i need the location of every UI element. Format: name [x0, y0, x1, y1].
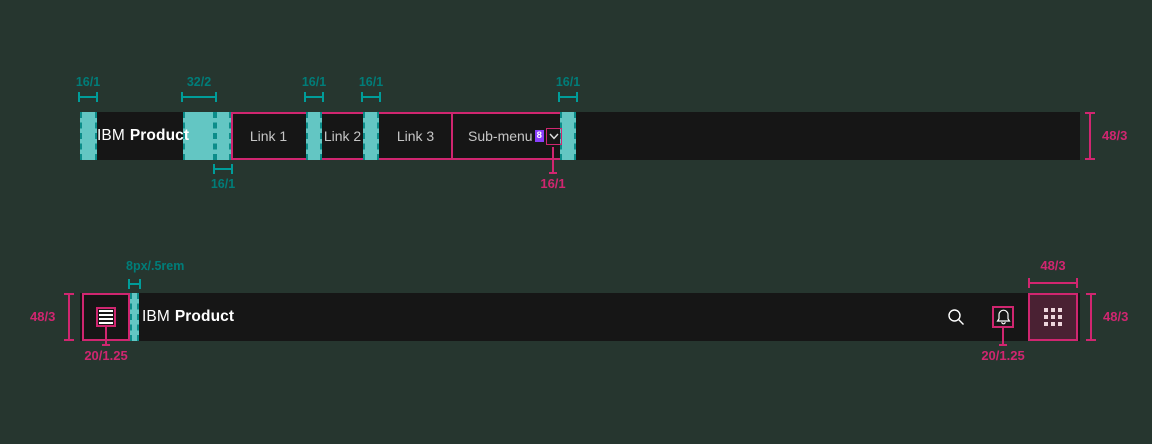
- label-left-padding: 16/1: [75, 75, 101, 89]
- label-menu-icon-size: 20/1.25: [84, 348, 128, 363]
- label-bottom-bar-height-left: 48/3: [30, 309, 56, 324]
- bracket-gap-link1-link2: [304, 92, 324, 102]
- hamburger-icon: [99, 310, 113, 324]
- brand-product: Product: [129, 127, 190, 144]
- nav-submenu[interactable]: Sub-menu 8: [452, 112, 562, 160]
- brand-product: Product: [174, 308, 235, 325]
- bracket-left-padding: [78, 92, 98, 102]
- label-submenu-chevron: 16/1: [540, 176, 566, 191]
- chevron-annotation-box: [545, 127, 562, 145]
- leader-bell-icon: [999, 328, 1007, 346]
- bracket-bottom-bar-height-left: [64, 293, 74, 341]
- bottom-header-bar: [80, 293, 1080, 341]
- spacing-band-menu-brand-gap: [130, 293, 139, 341]
- label-gap-link2-link3: 16/1: [358, 75, 384, 89]
- label-menu-brand-gap: 8px/.5rem: [126, 259, 185, 273]
- menu-icon-annotation-box: [96, 307, 116, 327]
- nav-submenu-label: Sub-menu: [468, 128, 533, 144]
- search-button[interactable]: [944, 305, 968, 329]
- brand-prefix: IBM: [97, 127, 125, 144]
- nav-link-2[interactable]: Link 2: [318, 112, 367, 160]
- nav-link-1-label: Link 1: [249, 128, 288, 144]
- bracket-brand-gap: [181, 92, 217, 102]
- leader-submenu-chevron: [549, 147, 557, 174]
- spacing-band-brand-gap: [183, 112, 215, 160]
- nav-separator-annotation: [451, 112, 453, 160]
- spacing-band-link1-link2: [306, 112, 322, 160]
- chevron-down-icon[interactable]: [549, 133, 559, 140]
- nav-link-3[interactable]: Link 3: [379, 112, 452, 160]
- brand-prefix: IBM: [142, 308, 170, 325]
- label-top-bar-height: 48/3: [1102, 128, 1128, 143]
- grid-icon: [1044, 308, 1062, 326]
- bell-icon: [995, 309, 1011, 325]
- label-nav-left-padding: 16/1: [210, 177, 236, 191]
- top-header-bar: [80, 112, 1080, 160]
- spacing-band-right-padding: [560, 112, 576, 160]
- label-right-padding: 16/1: [555, 75, 581, 89]
- notification-button[interactable]: [992, 306, 1014, 328]
- label-bell-icon-size: 20/1.25: [981, 348, 1025, 363]
- label-gap-link1-link2: 16/1: [301, 75, 327, 89]
- bracket-switcher-width: [1028, 278, 1078, 288]
- label-brand-gap: 32/2: [186, 75, 212, 89]
- app-switcher-button[interactable]: [1028, 293, 1078, 341]
- nav-link-3-label: Link 3: [396, 128, 435, 144]
- spacing-band-nav-left: [215, 112, 231, 160]
- bracket-nav-left-padding: [213, 164, 233, 174]
- label-switcher-width: 48/3: [1040, 258, 1066, 273]
- leader-menu-icon: [102, 327, 110, 346]
- annotation-badge: 8: [534, 130, 544, 142]
- bracket-gap-link2-link3: [361, 92, 381, 102]
- bracket-bottom-bar-height-right: [1086, 293, 1096, 341]
- bracket-top-bar-height: [1085, 112, 1095, 160]
- spacing-band-left-padding: [80, 112, 97, 160]
- label-bottom-bar-height-right: 48/3: [1103, 309, 1129, 324]
- bracket-right-padding: [558, 92, 578, 102]
- bracket-menu-brand-gap: [128, 279, 141, 289]
- search-icon: [948, 309, 964, 325]
- nav-link-1[interactable]: Link 1: [231, 112, 306, 160]
- spacing-band-link2-link3: [363, 112, 379, 160]
- nav-link-2-label: Link 2: [323, 128, 362, 144]
